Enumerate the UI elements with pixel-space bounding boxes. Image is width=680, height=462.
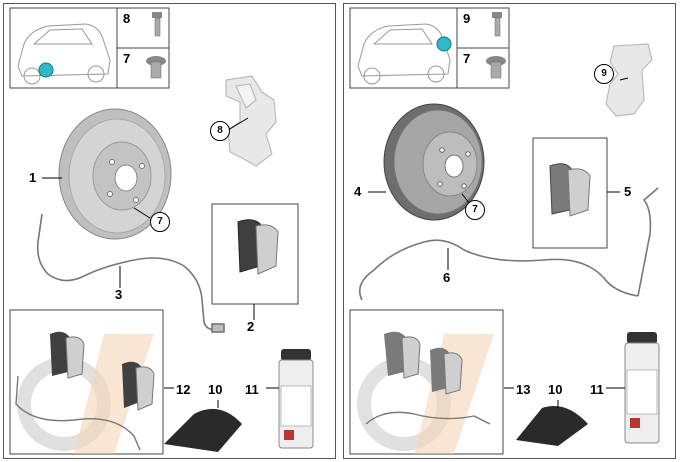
brake-pad-set-icon <box>50 331 155 411</box>
callout-10: 10 <box>208 382 223 397</box>
callout-4: 4 <box>354 184 362 199</box>
callout-8-circle: 8 <box>210 121 230 141</box>
wear-sensor-icon <box>365 411 491 425</box>
callout-9: 9 <box>463 11 471 26</box>
brake-pad-set-icon <box>549 163 591 217</box>
callout-11: 11 <box>590 382 604 397</box>
car-outline-icon <box>17 23 111 85</box>
screw-icon <box>146 56 166 79</box>
callout-2: 2 <box>247 319 255 334</box>
callout-13: 13 <box>516 382 531 397</box>
left-diagram-panel: 8 7 8 1 7 3 2 12 10 11 <box>3 3 336 459</box>
brake-pad-set-icon <box>237 219 279 275</box>
right-diagram-panel: 9 7 9 4 7 5 6 13 10 11 <box>343 3 676 459</box>
callout-3: 3 <box>115 287 123 302</box>
brake-caliper-carrier-icon <box>605 43 653 117</box>
cloth-icon <box>516 406 588 446</box>
left-diagram-illustration <box>9 7 314 455</box>
right-diagram-illustration <box>349 7 660 455</box>
wear-sensor-icon <box>358 187 659 301</box>
callout-12: 12 <box>176 382 191 397</box>
brake-disc-icon <box>58 108 172 240</box>
callout-7-circle: 7 <box>465 200 485 220</box>
wear-sensor-icon <box>36 213 225 333</box>
brake-caliper-carrier-icon <box>225 75 277 167</box>
callout-6: 6 <box>443 270 451 285</box>
callout-10: 10 <box>548 382 563 397</box>
callout-7: 7 <box>463 51 471 66</box>
leader-lines <box>42 117 279 408</box>
brake-disc-icon <box>383 103 485 221</box>
callout-9-circle: 9 <box>594 64 614 84</box>
callout-1: 1 <box>29 170 37 185</box>
callout-5: 5 <box>624 184 632 199</box>
cloth-icon <box>164 408 242 452</box>
spray-can-icon <box>278 349 314 449</box>
location-dot-icon <box>38 62 54 78</box>
bolt-icon <box>492 12 502 37</box>
location-dot-icon <box>436 36 452 52</box>
callout-7: 7 <box>123 51 131 66</box>
brake-pad-set-icon <box>384 331 463 395</box>
callout-11: 11 <box>245 382 259 397</box>
wear-sensor-icon <box>15 375 141 451</box>
bolt-icon <box>152 12 162 37</box>
screw-icon <box>486 56 506 79</box>
callout-7-circle: 7 <box>150 212 170 232</box>
spray-can-icon <box>624 332 660 444</box>
callout-8: 8 <box>123 11 131 26</box>
